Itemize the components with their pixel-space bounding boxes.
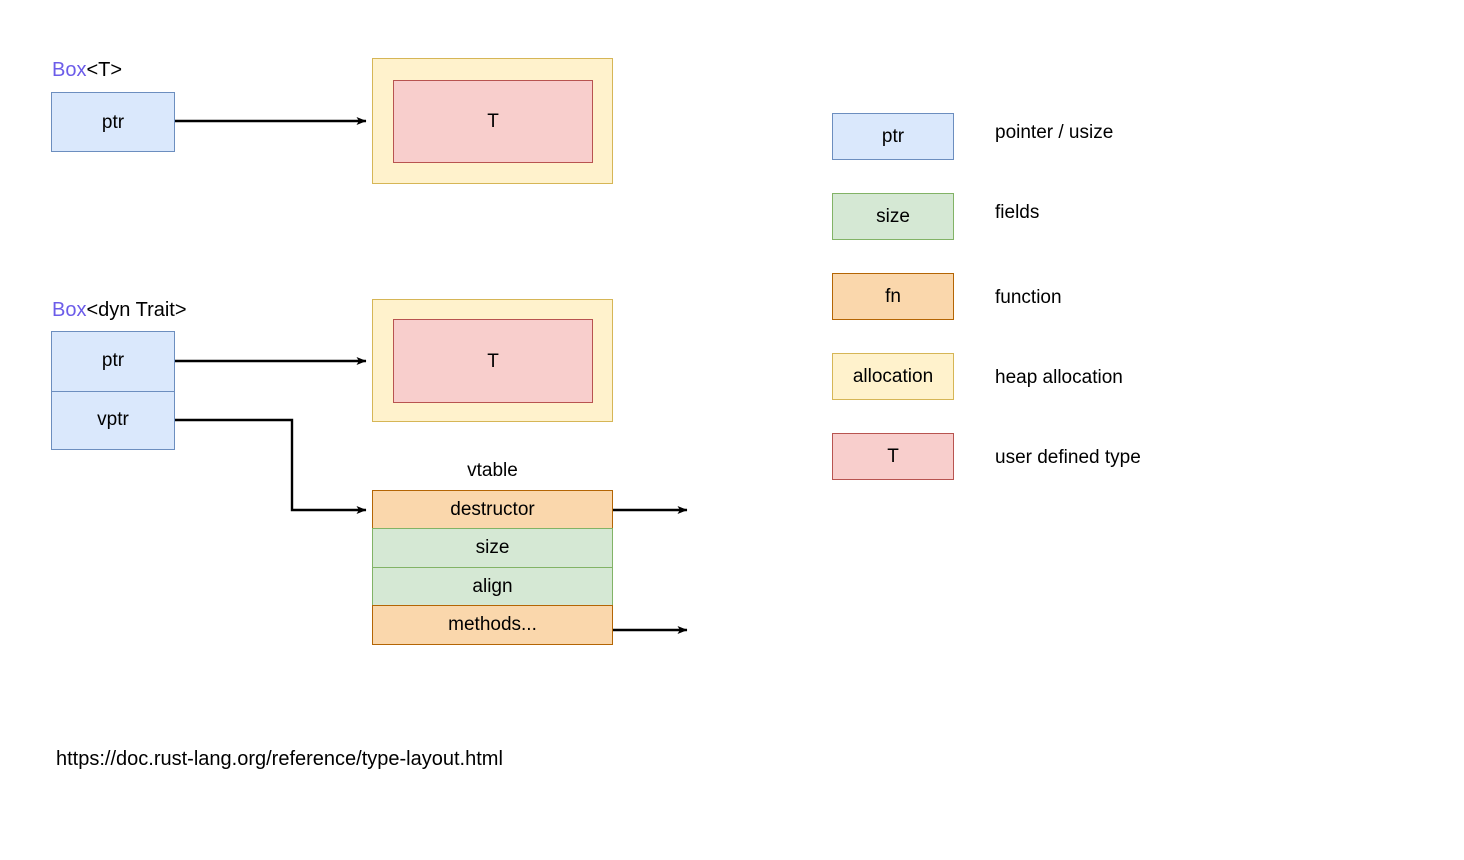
legend-description-field: fields bbox=[995, 202, 1040, 223]
box-t-inner-type-label: T bbox=[487, 111, 499, 132]
connector-vptr-to-vtable bbox=[175, 418, 367, 514]
legend-swatch-allocation: allocation bbox=[832, 353, 954, 400]
legend-swatch-allocation-label: allocation bbox=[852, 366, 934, 387]
box-dyn-trait-label: Box<dyn Trait> bbox=[52, 300, 187, 320]
box-dyn-trait-ptr-label: ptr bbox=[101, 350, 125, 372]
vtable-row-destructor: destructor bbox=[372, 490, 613, 530]
box-dyn-trait-vptr-cell: vptr bbox=[52, 390, 174, 450]
legend-swatch-udt: T bbox=[832, 433, 954, 480]
vtable-row-align: align bbox=[372, 566, 613, 607]
vtable-caption: vtable bbox=[372, 461, 613, 480]
vtable-row-align-label: align bbox=[472, 575, 513, 597]
vtable-row-size-label: size bbox=[475, 537, 510, 559]
box-dyn-trait-generic: <dyn Trait> bbox=[86, 299, 187, 321]
box-dyn-trait-fat-pointer: ptr vptr bbox=[51, 331, 175, 450]
box-dyn-trait-inner-type: T bbox=[393, 319, 593, 403]
vtable-row-methods-label: methods... bbox=[448, 614, 537, 636]
source-url-text: https://doc.rust-lang.org/reference/type… bbox=[56, 748, 503, 770]
vtable-row-methods: methods... bbox=[372, 605, 613, 646]
legend-swatch-pointer: ptr bbox=[832, 113, 954, 160]
box-t-ptr-cell: ptr bbox=[51, 92, 175, 152]
legend-description-pointer: pointer / usize bbox=[995, 122, 1114, 143]
vtable: destructor size align methods... bbox=[372, 490, 613, 646]
source-url: https://doc.rust-lang.org/reference/type… bbox=[56, 749, 503, 769]
vtable-row-size: size bbox=[372, 528, 613, 569]
vtable-caption-label: vtable bbox=[467, 460, 518, 481]
box-t-keyword: Box bbox=[52, 59, 87, 81]
legend-description-udt: user defined type bbox=[995, 447, 1141, 468]
box-t-generic: <T> bbox=[86, 59, 123, 81]
box-t-label: Box<T> bbox=[52, 60, 122, 80]
box-dyn-trait-keyword: Box bbox=[52, 299, 87, 321]
legend-swatch-udt-label: T bbox=[887, 446, 899, 467]
vtable-row-destructor-label: destructor bbox=[450, 499, 535, 520]
box-dyn-trait-ptr-cell: ptr bbox=[52, 332, 174, 391]
box-t-ptr-label: ptr bbox=[101, 111, 125, 133]
legend-description-allocation: heap allocation bbox=[995, 367, 1123, 388]
legend-swatch-fn-label: fn bbox=[885, 286, 901, 307]
box-t-inner-type: T bbox=[393, 80, 593, 163]
legend-swatch-pointer-label: ptr bbox=[881, 126, 905, 147]
box-dyn-trait-inner-type-label: T bbox=[487, 350, 499, 372]
legend-swatch-field: size bbox=[832, 193, 954, 240]
legend-swatch-field-label: size bbox=[876, 206, 910, 227]
box-dyn-trait-vptr-label: vptr bbox=[97, 409, 129, 431]
legend-description-fn: function bbox=[995, 287, 1062, 308]
legend-swatch-fn: fn bbox=[832, 273, 954, 320]
